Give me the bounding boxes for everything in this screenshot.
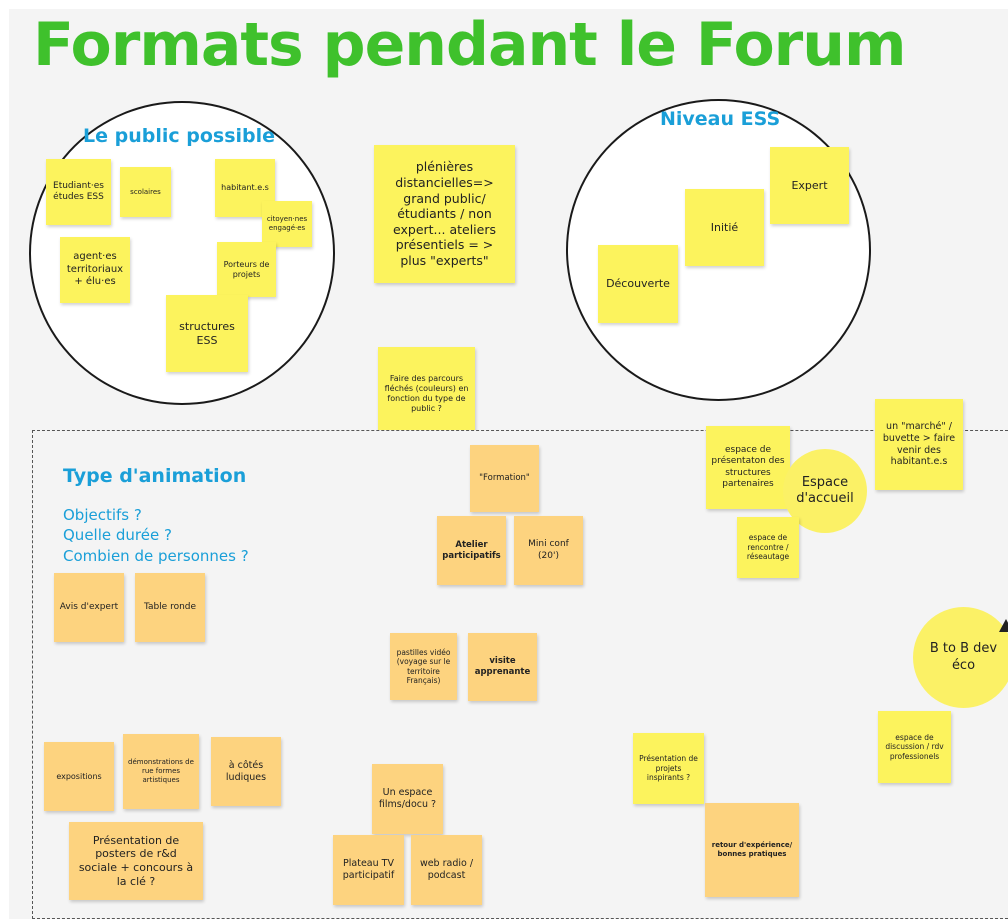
sticky-note[interactable]: pastilles vidéo (voyage sur le territoir… (390, 633, 457, 700)
sticky-note[interactable]: citoyen·nes engagé·es (262, 201, 312, 247)
sticky-note[interactable]: scolaires (120, 167, 171, 217)
sticky-note[interactable]: démonstrations de rue formes artistiques (123, 734, 199, 809)
sticky-note[interactable]: Mini conf (20') (514, 516, 583, 585)
sticky-note[interactable]: expositions (44, 742, 114, 811)
sticky-note[interactable]: web radio / podcast (411, 835, 482, 905)
whiteboard-canvas: Formats pendant le Forum Le public possi… (9, 9, 1008, 919)
sticky-note[interactable]: Présentation de projets inspirants ? (633, 733, 704, 804)
sticky-note[interactable]: espace de discussion / rdv professionels (878, 711, 951, 783)
question-duree: Quelle durée ? (63, 526, 172, 544)
sticky-note[interactable]: Table ronde (135, 573, 205, 642)
sticky-note[interactable]: un "marché" / buvette > faire venir des … (875, 399, 963, 490)
sticky-note[interactable]: visite apprenante (468, 633, 537, 701)
sticky-note[interactable]: retour d'expérience/ bonnes pratiques (705, 803, 799, 897)
sticky-note[interactable]: Etudiant·es études ESS (46, 159, 111, 225)
question-objectifs: Objectifs ? (63, 506, 142, 524)
sticky-note[interactable]: plénières distancielles=> grand public/ … (374, 145, 515, 283)
sticky-note[interactable]: Présentation de posters de r&d sociale +… (69, 822, 203, 900)
ess-level-circle-title: Niveau ESS (660, 108, 781, 130)
sticky-note[interactable]: à côtés ludiques (211, 737, 281, 806)
sticky-note[interactable]: espace de rencontre / réseautage (737, 517, 799, 578)
sticky-note[interactable]: Découverte (598, 245, 678, 323)
sticky-note[interactable]: structures ESS (166, 295, 248, 372)
sticky-note[interactable]: Avis d'expert (54, 573, 124, 642)
btob-circle[interactable]: B to B dev éco (913, 607, 1008, 708)
sticky-note[interactable]: Un espace films/docu ? (372, 764, 443, 834)
sticky-note[interactable]: Porteurs de projets (217, 242, 276, 297)
sticky-note[interactable]: Faire des parcours fléchés (couleurs) en… (378, 347, 475, 440)
animation-section-title: Type d'animation (63, 465, 247, 487)
warning-icon (999, 619, 1008, 632)
sticky-note[interactable]: "Formation" (470, 445, 539, 512)
question-personnes: Combien de personnes ? (63, 547, 249, 565)
sticky-note[interactable]: Atelier participatifs (437, 516, 506, 585)
sticky-note[interactable]: Plateau TV participatif (333, 835, 404, 905)
sticky-note[interactable]: Expert (770, 147, 849, 224)
public-circle-title: Le public possible (83, 125, 276, 147)
board-title: Formats pendant le Forum (33, 10, 906, 80)
sticky-note[interactable]: Initié (685, 189, 764, 266)
sticky-note[interactable]: agent·es territoriaux + élu·es (60, 237, 130, 303)
sticky-note[interactable]: espace de présentaton des structures par… (706, 426, 790, 509)
